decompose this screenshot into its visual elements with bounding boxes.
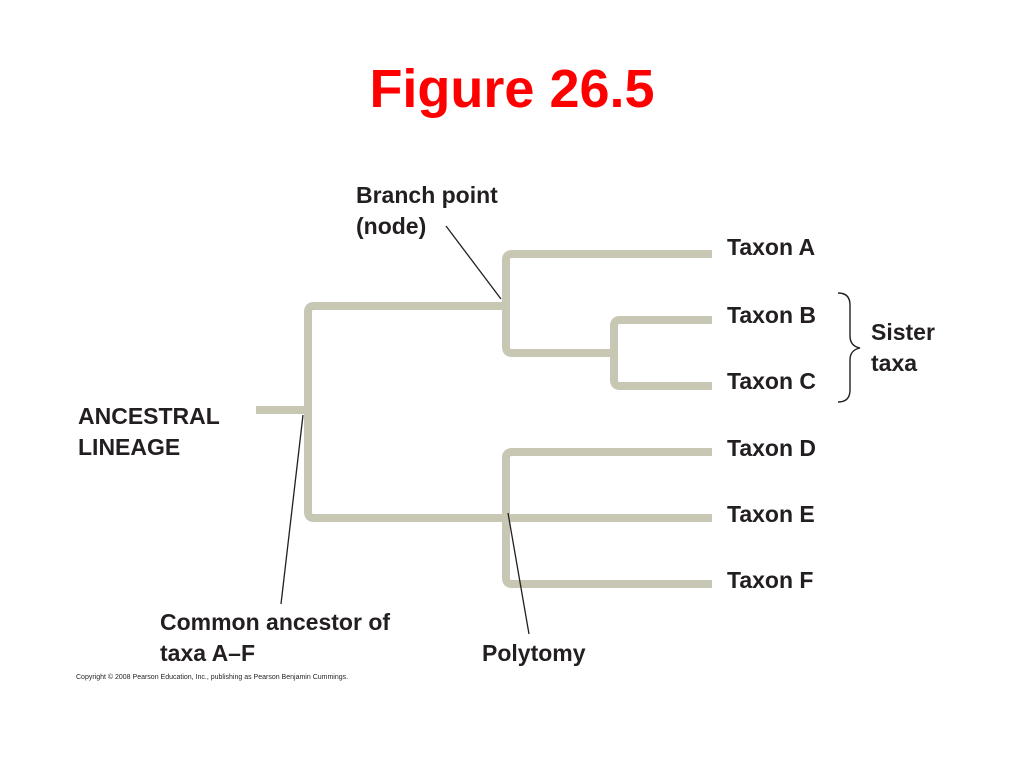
taxon-label: Taxon E xyxy=(727,501,815,527)
common-ancestor-label: Common ancestor of xyxy=(160,609,390,635)
polytomy-label: Polytomy xyxy=(482,640,586,666)
branch-point-label: Branch point xyxy=(356,182,498,208)
sister-taxa-label: taxa xyxy=(871,350,917,376)
polytomy-pointer xyxy=(507,512,530,635)
ancestral-label: ANCESTRAL xyxy=(78,403,220,429)
taxon-label: Taxon B xyxy=(727,302,816,328)
figure-title: Figure 26.5 xyxy=(369,59,655,119)
common-ancestor-pointer xyxy=(280,414,304,605)
pointer-lines xyxy=(280,225,530,635)
copyright-notice: Copyright © 2008 Pearson Education, Inc.… xyxy=(76,673,348,681)
tree-branches xyxy=(256,250,712,588)
taxon-label: Taxon D xyxy=(727,435,816,461)
ab-c-clade-branch xyxy=(304,302,712,522)
taxon-label: Taxon C xyxy=(727,368,816,394)
sister-taxa-brace xyxy=(837,292,861,403)
taxa-range-label: taxa A–F xyxy=(160,640,255,666)
sister-label: Sister xyxy=(871,319,935,345)
sister-node-branch xyxy=(610,316,712,390)
taxon-label: Taxon A xyxy=(727,234,815,260)
branch-point-pointer xyxy=(445,225,502,300)
polytomy-node-branch xyxy=(502,448,712,588)
taxon-label: Taxon F xyxy=(727,567,813,593)
root-node-branch xyxy=(502,250,712,357)
lineage-label: LINEAGE xyxy=(78,434,180,460)
node-label: (node) xyxy=(356,213,426,239)
